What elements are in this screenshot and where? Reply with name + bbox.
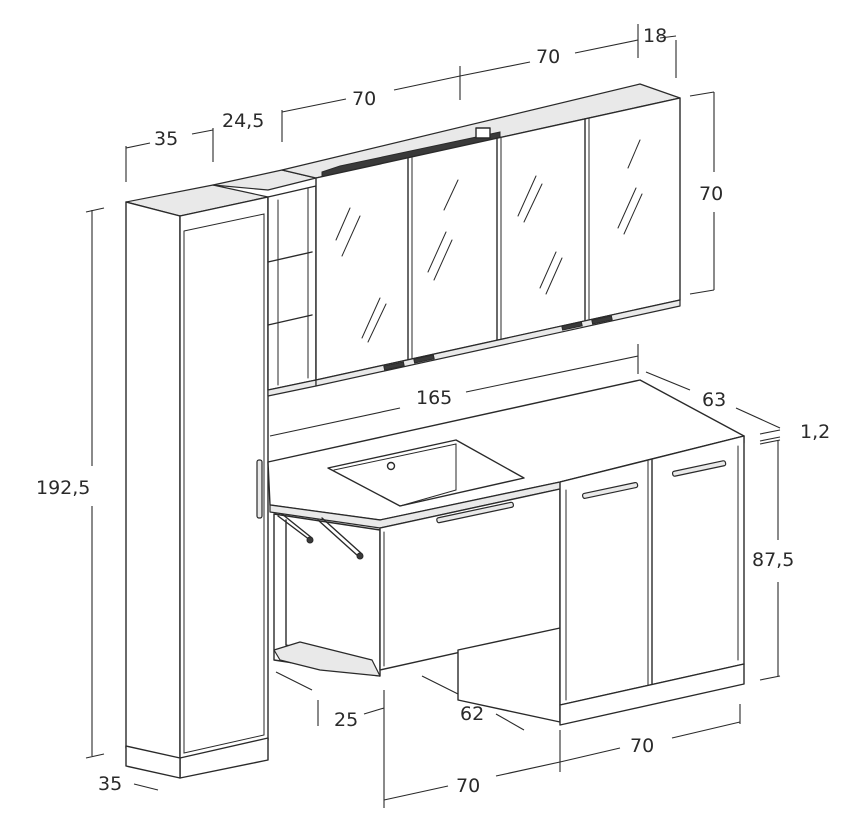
dimension-labels: 35 24,5 70 70 18 70 165 63 1,2 192,5 87,… <box>36 25 830 797</box>
dim-tall-cabinet-depth: 35 <box>98 773 122 795</box>
dim-shelf-unit-width: 24,5 <box>222 110 264 132</box>
dim-tall-cabinet-width: 35 <box>154 128 178 150</box>
tall-cabinet-door <box>183 213 265 754</box>
dim-mirror-depth: 18 <box>643 25 667 47</box>
tall-cabinet-handle <box>256 459 263 519</box>
mirror-handle-2 <box>413 354 435 364</box>
dim-hamper-depth: 25 <box>334 709 358 731</box>
dim-mirror-left-width: 70 <box>352 88 376 110</box>
mirror-handle-4 <box>591 315 613 325</box>
dim-countertop-length: 165 <box>416 387 452 409</box>
dim-sink-base-width: 70 <box>456 775 480 797</box>
mirror-reflections <box>335 139 643 343</box>
dimension-lines <box>85 24 781 808</box>
door-handle-right <box>671 460 727 477</box>
sink-drawer-handle <box>436 501 514 524</box>
hamper-base <box>273 641 381 677</box>
dim-door-base-width: 70 <box>630 735 654 757</box>
door-handle-left <box>581 481 639 499</box>
tall-cabinet-front <box>179 196 269 761</box>
door-cabinet-plinth <box>559 663 745 726</box>
tall-cabinet-side <box>125 201 181 761</box>
mirror-handle-3 <box>561 321 583 331</box>
towel-rail-2 <box>317 519 359 557</box>
shelf-1 <box>267 251 313 263</box>
mirror-handle-1 <box>383 361 405 371</box>
mirror-cabinet <box>281 83 681 387</box>
dim-tall-cabinet-height: 192,5 <box>36 477 90 499</box>
dim-sink-base-depth: 62 <box>460 703 484 725</box>
dim-mirror-right-width: 70 <box>536 46 560 68</box>
mirror-cabinet-front <box>315 97 681 381</box>
faucet-hole <box>386 461 396 471</box>
dim-base-height: 87,5 <box>752 549 794 571</box>
sink-basin <box>327 439 525 507</box>
towel-rail-1 <box>277 515 311 541</box>
dim-mirror-height: 70 <box>699 183 723 205</box>
hamper-section <box>273 513 381 677</box>
dim-countertop-depth: 63 <box>702 389 726 411</box>
tall-cabinet <box>125 184 269 779</box>
door-base-cabinet <box>559 435 745 726</box>
countertop <box>267 379 745 529</box>
sink-base-cabinet <box>379 488 561 723</box>
dim-countertop-thickness: 1,2 <box>800 421 830 443</box>
shelf-2 <box>267 314 313 326</box>
shelf-unit-body <box>267 185 317 391</box>
